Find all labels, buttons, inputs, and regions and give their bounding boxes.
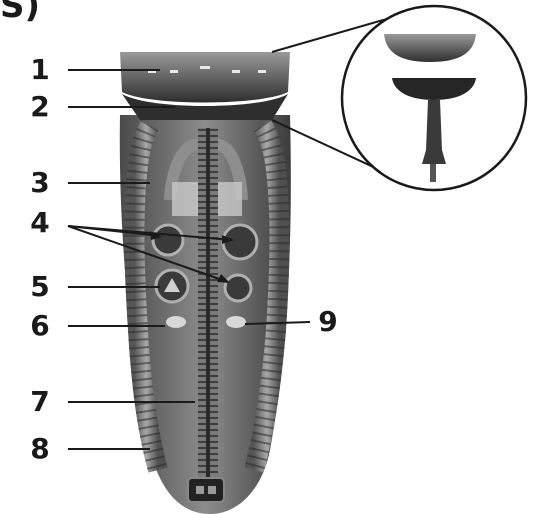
callout-3: 3: [26, 168, 54, 198]
valve-upper-left: [153, 225, 183, 255]
right-fitting: [226, 316, 246, 328]
callout-6: 6: [26, 311, 54, 341]
left-fitting: [166, 316, 186, 328]
head-cap: [120, 52, 290, 103]
callout-4: 4: [26, 208, 54, 238]
bottom-connector: [188, 478, 224, 502]
callout-2: 2: [26, 92, 54, 122]
valve-upper-right: [223, 225, 257, 259]
callout-9: 9: [314, 307, 342, 337]
zoom-inset: [272, 6, 526, 190]
nozzle-head: [120, 52, 290, 120]
callout-1: 1: [26, 55, 54, 85]
callout-5: 5: [26, 272, 54, 302]
device-body: [120, 115, 291, 514]
callout-8: 8: [26, 434, 54, 464]
valve-lower-right: [225, 275, 251, 301]
callout-7: 7: [26, 387, 54, 417]
